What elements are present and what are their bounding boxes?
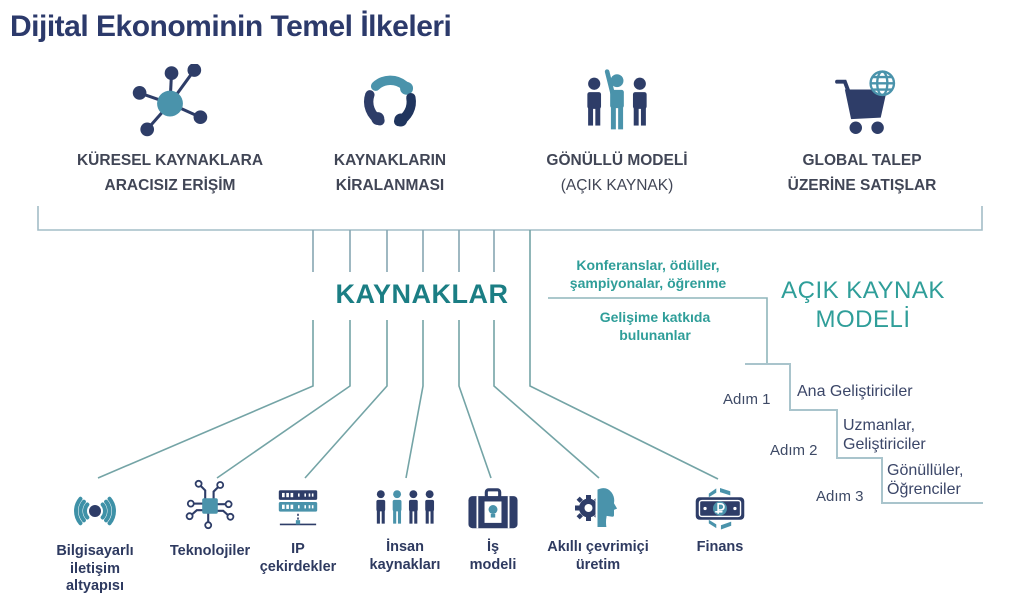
step-2-role: Uzmanlar, Geliştiriciler bbox=[843, 417, 926, 453]
network-nodes-icon bbox=[132, 64, 208, 137]
resource-label: İş modeli bbox=[469, 539, 517, 573]
resources-heading: KAYNAKLAR bbox=[335, 279, 509, 309]
fan-line-3 bbox=[304, 320, 388, 479]
principle-label: KÜRESEL KAYNAKLARA ARACISIZ ERİŞİM bbox=[76, 152, 264, 194]
resource-technologies: Teknolojiler bbox=[150, 476, 270, 561]
resource-label: Teknolojiler bbox=[169, 543, 251, 559]
resource-label: İnsan kaynakları bbox=[369, 539, 441, 573]
circular-arrows-icon bbox=[364, 75, 416, 127]
circuit-chip-icon bbox=[185, 479, 235, 530]
top-bracket-line bbox=[37, 206, 983, 231]
fan-line-6 bbox=[493, 320, 600, 479]
people-group-icon bbox=[376, 490, 435, 524]
gear-head-icon bbox=[575, 486, 620, 529]
resource-business-model: İş modeli bbox=[443, 486, 543, 574]
principle-resource-rental: KAYNAKLARIN KİRALANMASI bbox=[270, 60, 510, 198]
resource-finance: Finans bbox=[665, 486, 775, 557]
fan-line-2 bbox=[216, 320, 351, 479]
open-source-branch-line bbox=[548, 297, 768, 364]
step-1-label: Adım 1 bbox=[723, 391, 771, 408]
global-cart-icon bbox=[835, 70, 896, 134]
step-3-label: Adım 3 bbox=[816, 488, 864, 505]
resource-label: Akıllı çevrimiçi üretim bbox=[547, 539, 649, 573]
fan-line-4 bbox=[405, 320, 424, 479]
resource-smart-online-production: Akıllı çevrimiçi üretim bbox=[528, 484, 668, 574]
banknote-icon bbox=[695, 487, 745, 530]
principle-label: KAYNAKLARIN KİRALANMASI bbox=[333, 152, 447, 194]
annotation-contributors: Gelişime katkıda bulunanlar bbox=[599, 309, 711, 343]
volunteers-icon bbox=[587, 69, 647, 130]
principle-label: GLOBAL TALEP ÜZERİNE SATIŞLAR bbox=[787, 152, 937, 194]
fan-line-1 bbox=[97, 320, 314, 479]
fan-line-5 bbox=[458, 320, 492, 479]
resource-human-resources: İnsan kaynakları bbox=[345, 486, 465, 574]
server-stack-icon bbox=[278, 490, 318, 526]
page-title: Dijital Ekonominin Temel İlkeleri bbox=[10, 10, 452, 43]
wireless-signal-icon bbox=[74, 496, 116, 526]
open-source-model-heading: AÇIK KAYNAK MODELİ bbox=[781, 277, 945, 333]
resource-label: Finans bbox=[696, 539, 744, 555]
step-2-label: Adım 2 bbox=[770, 442, 818, 459]
resource-ip-cores: IP çekirdekler bbox=[243, 484, 353, 576]
step-1-role: Ana Geliştiriciler bbox=[797, 383, 913, 400]
principle-label: GÖNÜLLÜ MODELİ (AÇIK KAYNAK) bbox=[546, 152, 688, 194]
principle-global-demand: GLOBAL TALEP ÜZERİNE SATIŞLAR bbox=[742, 60, 982, 198]
resource-label: Bilgisayarlı iletişim altyapısı bbox=[56, 543, 134, 594]
head-profile-shape bbox=[595, 486, 620, 529]
principle-direct-access: KÜRESEL KAYNAKLARA ARACISIZ ERİŞİM bbox=[50, 60, 290, 198]
briefcase-idea-icon bbox=[468, 488, 518, 529]
ruble-sign-glyph bbox=[714, 503, 725, 514]
step-3-role: Gönüllüler, Öğrenciler bbox=[887, 462, 964, 498]
resource-label: IP çekirdekler bbox=[259, 541, 337, 575]
resource-communication-infrastructure: Bilgisayarlı iletişim altyapısı bbox=[30, 482, 160, 596]
principle-volunteer-model: GÖNÜLLÜ MODELİ (AÇIK KAYNAK) bbox=[497, 60, 737, 198]
annotation-conferences: Konferanslar, ödüller, şampiyonalar, öğr… bbox=[569, 257, 727, 291]
bracket-stub-lines bbox=[312, 230, 495, 272]
fan-line-7 bbox=[529, 230, 719, 480]
staircase-line bbox=[745, 363, 983, 504]
